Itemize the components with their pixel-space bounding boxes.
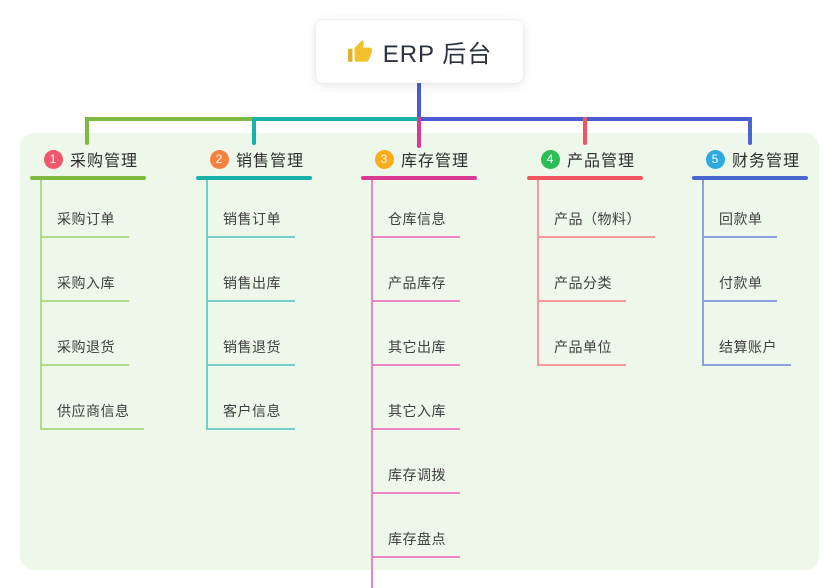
mindmap-panel [20,133,819,570]
branch-title[interactable]: 2 销售管理 [196,148,312,170]
branch-title-label: 产品管理 [567,153,636,170]
branch-title-label: 销售管理 [236,153,305,170]
branch-underline [361,176,477,180]
trunk-connector [417,82,421,118]
branch-title-label: 财务管理 [732,153,801,170]
child-node[interactable]: 供应商信息 [40,366,144,430]
child-node[interactable]: 库存调拨 [371,430,460,494]
child-node[interactable]: 采购退货 [40,302,129,366]
child-node[interactable]: 付款单 [702,238,777,302]
child-node[interactable]: 客户信息 [206,366,295,430]
branch-children: 回款单 付款单 结算账户 [692,180,808,366]
branch-drop-connector-4 [583,117,587,145]
child-node[interactable]: 仓库信息 [371,180,460,238]
bus-segment-2 [252,117,419,121]
child-node[interactable]: 其它入库 [371,366,460,430]
branch-badge: 5 [706,149,725,169]
branch-badge: 2 [210,149,229,169]
root-node[interactable]: ERP 后台 [316,20,523,83]
branch-underline [30,176,146,180]
child-node[interactable]: 出库库明细 [371,558,475,588]
child-node[interactable]: 其它出库 [371,302,460,366]
branch-section-inventory: 3 库存管理 仓库信息 产品库存 其它出库 其它入库 库存调拨 库存盘点 出库库… [361,148,477,588]
branch-drop-connector-3 [417,117,421,148]
branch-children: 仓库信息 产品库存 其它出库 其它入库 库存调拨 库存盘点 出库库明细 [361,180,477,588]
branch-title[interactable]: 3 库存管理 [361,148,477,170]
branch-drop-connector-5 [748,117,752,145]
child-node[interactable]: 结算账户 [702,302,791,366]
child-node[interactable]: 回款单 [702,180,777,238]
branch-underline [196,176,312,180]
child-node[interactable]: 产品（物料） [537,180,655,238]
branch-title[interactable]: 4 产品管理 [527,148,643,170]
child-node[interactable]: 销售出库 [206,238,295,302]
branch-drop-connector-2 [252,117,256,145]
branch-badge: 4 [541,149,560,169]
branch-title[interactable]: 5 财务管理 [692,148,808,170]
branch-badge: 3 [375,149,394,169]
branch-underline [692,176,808,180]
child-node[interactable]: 库存盘点 [371,494,460,558]
child-node[interactable]: 产品分类 [537,238,626,302]
child-node[interactable]: 采购订单 [40,180,129,238]
branch-section-purchase: 1 采购管理 采购订单 采购入库 采购退货 供应商信息 [30,148,146,430]
child-node[interactable]: 销售订单 [206,180,295,238]
branch-children: 销售订单 销售出库 销售退货 客户信息 [196,180,312,430]
branch-title-label: 采购管理 [70,153,139,170]
child-node[interactable]: 采购入库 [40,238,129,302]
branch-drop-connector-1 [85,117,89,145]
child-node[interactable]: 产品库存 [371,238,460,302]
branch-underline [527,176,643,180]
child-node[interactable]: 销售退货 [206,302,295,366]
branch-section-product: 4 产品管理 产品（物料） 产品分类 产品单位 [527,148,655,366]
child-node[interactable]: 产品单位 [537,302,626,366]
bus-segment-1 [86,117,252,121]
thumbs-up-icon [347,39,373,65]
branch-title-label: 库存管理 [401,153,470,170]
branch-badge: 1 [44,149,63,169]
branch-children: 产品（物料） 产品分类 产品单位 [527,180,655,366]
branch-title[interactable]: 1 采购管理 [30,148,146,170]
branch-section-sales: 2 销售管理 销售订单 销售出库 销售退货 客户信息 [196,148,312,430]
branch-section-finance: 5 财务管理 回款单 付款单 结算账户 [692,148,808,366]
root-label: ERP 后台 [382,41,493,68]
branch-children: 采购订单 采购入库 采购退货 供应商信息 [30,180,146,430]
